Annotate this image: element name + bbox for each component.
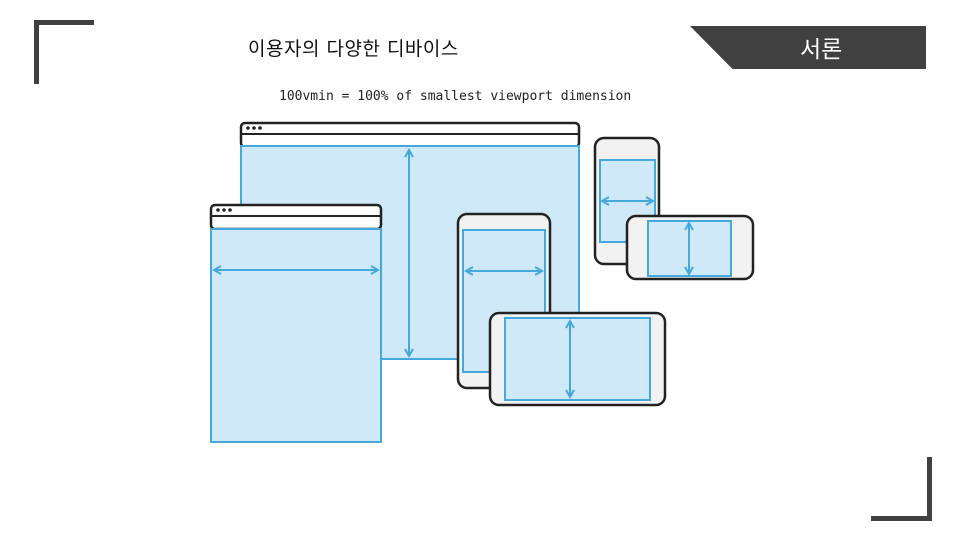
section-tag: 서론 <box>800 37 843 63</box>
top-left-corner-bracket-h <box>34 20 94 25</box>
tablet-landscape <box>488 311 667 407</box>
desktop-browser-small <box>209 203 383 443</box>
slide-title: 이용자의 다양한 디바이스 <box>248 38 459 60</box>
bottom-right-corner-bracket-h <box>871 516 932 521</box>
top-left-corner-bracket-v <box>34 20 39 84</box>
bottom-right-corner-bracket-v <box>927 457 932 521</box>
vmin-caption: 100vmin = 100% of smallest viewport dime… <box>279 89 632 104</box>
section-ribbon <box>690 26 926 69</box>
phone-landscape <box>625 214 755 281</box>
